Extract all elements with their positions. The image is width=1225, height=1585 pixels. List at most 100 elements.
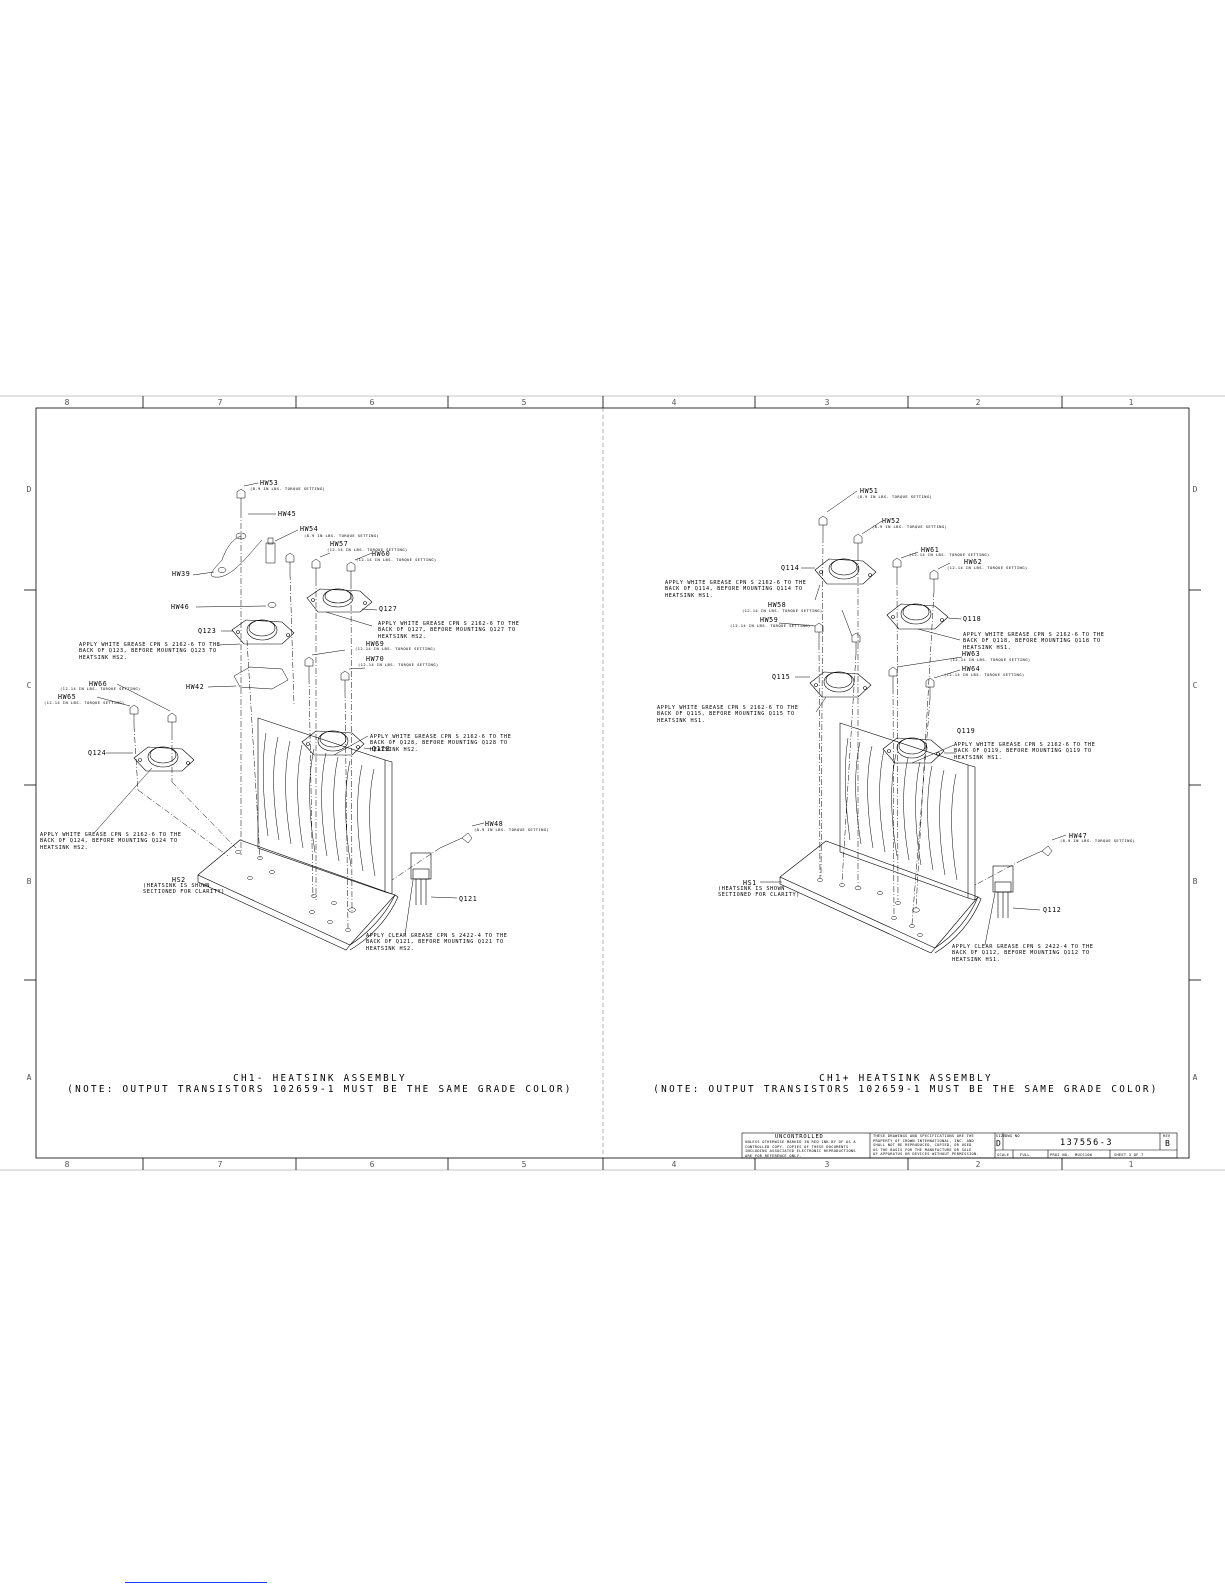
grease-note-q128: APPLY WHITE GREASE CPN S 2162-6 TO THE B… [370,734,512,753]
part-label-hw61: HW61 [921,546,940,554]
zone-row-label: A [1192,1073,1198,1082]
torque-note: (12-14 IN LBS. TORQUE SETTING) [44,700,125,705]
part-label-hw51: HW51 [860,487,879,495]
zone-column-label: 6 [369,1160,375,1169]
title-block-frame [741,1132,1178,1159]
part-label-hw48: HW48 [485,820,504,828]
grease-note-q127: APPLY WHITE GREASE CPN S 2162-6 TO THE B… [378,621,520,640]
dwg-no-label: DWG NO [1005,1134,1020,1138]
part-label-hw57: HW57 [330,540,349,548]
part-label-hw65: HW65 [58,693,77,701]
zone-column-label: 3 [824,1160,830,1169]
torque-note: (12-14 IN LBS. TORQUE SETTING) [327,547,408,552]
ch1-plus-title: CH1+ HEATSINK ASSEMBLY [819,1073,993,1084]
ch1-minus-heatsink-drawing [129,488,473,951]
zone-column-label: 3 [824,398,830,407]
part-label-hw70: HW70 [366,655,385,663]
zone-row-label: D [1192,485,1198,494]
part-label-hw39: HW39 [172,570,191,578]
part-label-hw69: HW69 [366,640,385,648]
zone-column-label: 7 [217,398,223,407]
ch1-plus-heatsink-drawing [779,515,1053,954]
zone-column-label: 2 [975,1160,981,1169]
zone-column-label: 8 [64,1160,70,1169]
zone-row-label: D [26,485,32,494]
zone-column-label: 1 [1128,398,1134,407]
grease-note-q118: APPLY WHITE GREASE CPN S 2162-6 TO THE B… [963,632,1105,651]
grease-note-q123: APPLY WHITE GREASE CPN S 2162-6 TO THE B… [79,642,221,661]
zone-row-label: B [1192,877,1198,886]
part-label-hw63: HW63 [962,650,981,658]
size-label: SIZE [996,1134,1006,1138]
rev-label: REV [1163,1134,1171,1138]
part-label-q124: Q124 [88,749,107,757]
proprietary-text: THESE DRAWINGS AND SPECIFICATIONS ARE TH… [873,1134,979,1157]
part-label-hw66: HW66 [89,680,108,688]
grease-note-q114: APPLY WHITE GREASE CPN S 2162-6 TO THE B… [665,580,807,599]
part-label-q121: Q121 [459,895,478,903]
part-label-q114: Q114 [781,564,800,572]
part-label-hw64: HW64 [962,665,981,673]
torque-note: (12-14 IN LBS. TORQUE SETTING) [944,672,1025,677]
part-label-hs1: HS1 [743,879,757,887]
grease-note-q112: APPLY CLEAR GREASE CPN S 2422-4 TO THE B… [952,944,1094,963]
proj-no-value: MUCS100 [1075,1153,1093,1157]
part-label-hw62: HW62 [964,558,983,566]
zone-column-label: 6 [369,398,375,407]
torque-note: (12-14 IN LBS. TORQUE SETTING) [742,608,823,613]
zone-row-label: B [26,877,32,886]
ch1-plus-note: (NOTE: OUTPUT TRANSISTORS 102659-1 MUST … [653,1084,1159,1095]
grease-note-q119: APPLY WHITE GREASE CPN S 2162-6 TO THE B… [954,742,1096,761]
torque-note: (12-14 IN LBS. TORQUE SETTING) [909,552,990,557]
ch1-minus-title: CH1- HEATSINK ASSEMBLY [233,1073,407,1084]
part-label-hw52: HW52 [882,517,901,525]
torque-note: (12-14 IN LBS. TORQUE SETTING) [356,557,437,562]
part-label-hw53: HW53 [260,479,279,487]
uncontrolled-text: UNLESS OTHERWISE MARKED IN RED INK BY DF… [745,1140,856,1158]
torque-note: (8-9 IN LBS. TORQUE SETTING) [250,486,326,491]
hs2-sectioned-note: (HEATSINK IS SHOWN SECTIONED FOR CLARITY… [143,883,225,896]
part-label-hw45: HW45 [278,510,297,518]
ch1-minus-note: (NOTE: OUTPUT TRANSISTORS 102659-1 MUST … [67,1084,573,1095]
hs1-sectioned-note: (HEATSINK IS SHOWN SECTIONED FOR CLARITY… [718,886,800,899]
grease-note-q121: APPLY CLEAR GREASE CPN S 2422-4 TO THE B… [366,933,508,952]
zone-row-label: C [1192,681,1198,690]
part-label-q123: Q123 [198,627,217,635]
torque-note: (12-14 IN LBS. TORQUE SETTING) [950,657,1031,662]
zone-column-label: 8 [64,398,70,407]
proj-no-label: PROJ NO. [1050,1153,1070,1157]
torque-note: (12-14 IN LBS. TORQUE SETTING) [730,623,811,628]
grease-note-q115: APPLY WHITE GREASE CPN S 2162-6 TO THE B… [657,705,799,724]
part-label-q127: Q127 [379,605,398,613]
zone-column-label: 4 [671,398,677,407]
part-label-hw46: HW46 [171,603,190,611]
torque-note: (12-14 IN LBS. TORQUE SETTING) [355,646,436,651]
zone-column-label: 5 [521,1160,527,1169]
grease-note-q124: APPLY WHITE GREASE CPN S 2162-6 TO THE B… [40,832,182,851]
torque-note: (8-9 IN LBS. TORQUE SETTING) [857,494,933,499]
zone-column-label: 5 [521,398,527,407]
scale-value: FULL [1020,1153,1030,1157]
part-label-q118: Q118 [963,615,982,623]
torque-note: (8-9 IN LBS. TORQUE SETTING) [474,827,550,832]
part-label-hw60: HW60 [372,550,391,558]
part-label-hw59: HW59 [760,616,779,624]
part-label-q112: Q112 [1043,906,1062,914]
rev-value: B [1165,1139,1170,1148]
part-label-hw54: HW54 [300,525,319,533]
torque-note: (8-9 IN LBS. TORQUE SETTING) [872,524,948,529]
zone-column-label: 1 [1128,1160,1134,1169]
part-label-q128: Q128 [372,745,391,753]
zone-column-label: 4 [671,1160,677,1169]
scale-label: SCALE [997,1153,1010,1157]
dwg-no-value: 137556-3 [1060,1138,1113,1148]
sheet-number: SHEET 3 OF 7 [1114,1153,1144,1157]
border-frame [0,395,1225,1171]
zone-column-label: 2 [975,398,981,407]
underline-link-mark[interactable] [125,1582,267,1583]
part-label-hw47: HW47 [1069,832,1088,840]
torque-note: (12-14 IN LBS. TORQUE SETTING) [947,565,1028,570]
torque-note: (8-9 IN LBS. TORQUE SETTING) [1060,838,1136,843]
